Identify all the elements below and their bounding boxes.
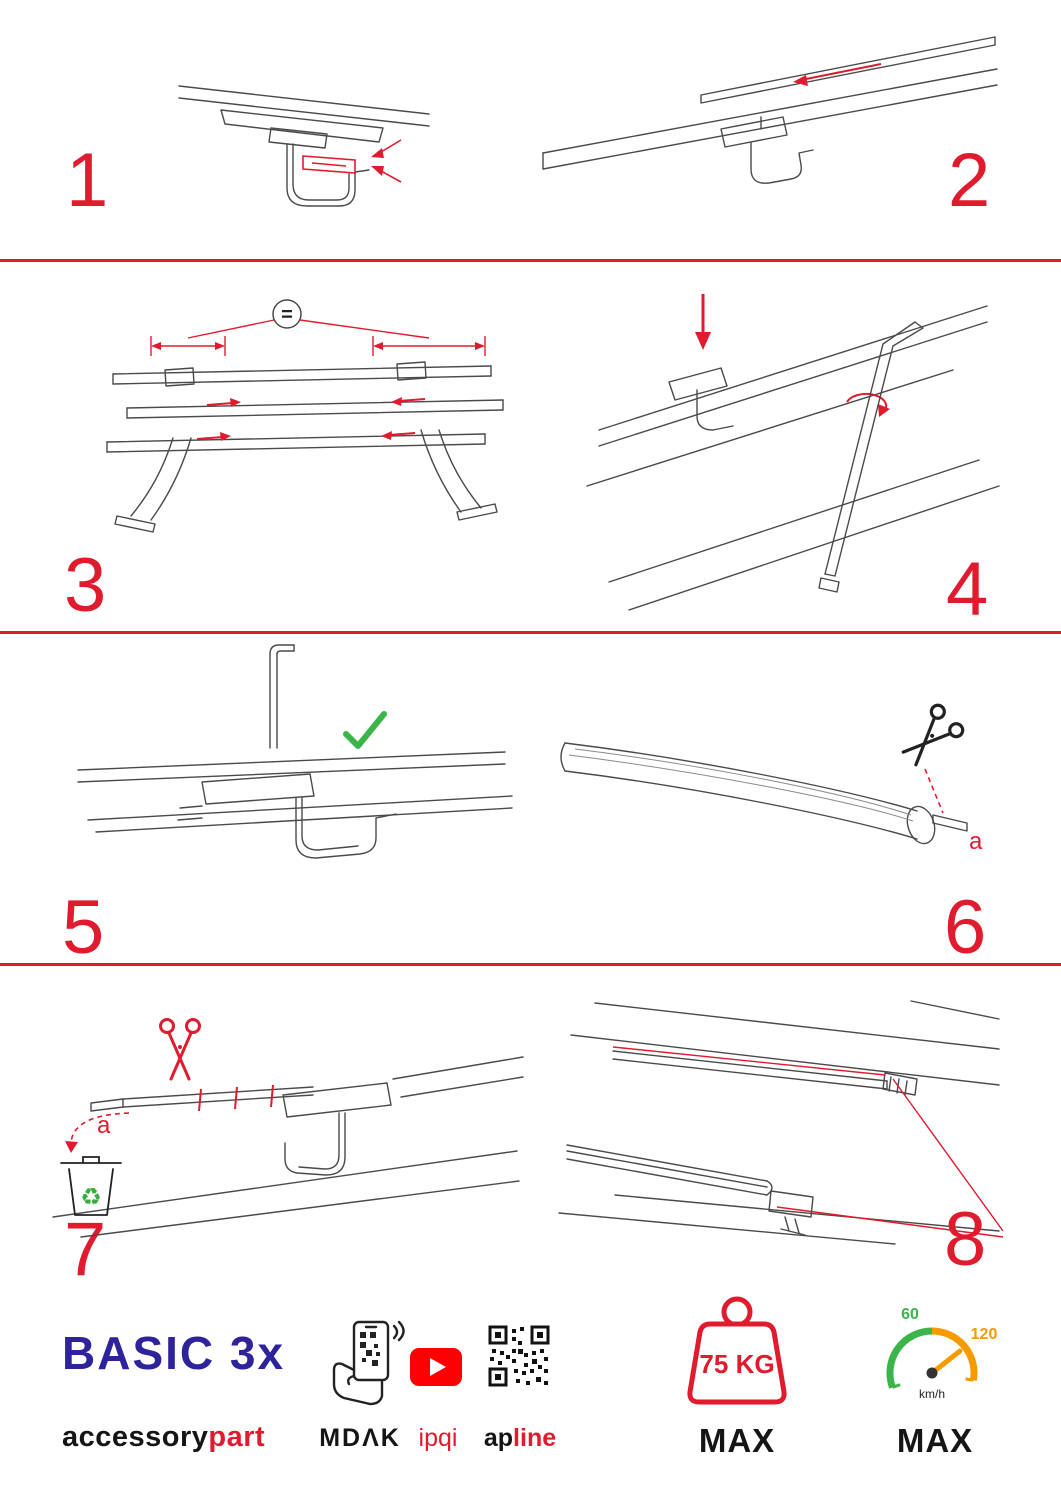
step-8-illustration bbox=[558, 1000, 1004, 1245]
discard-arrow bbox=[65, 1112, 130, 1153]
adjust-arrows bbox=[196, 397, 426, 441]
step-3-illustration: = bbox=[106, 299, 504, 533]
rotate-arrow bbox=[846, 392, 890, 417]
product-name: BASIC 3x bbox=[62, 1327, 286, 1379]
qr-campaign-name: apline bbox=[470, 1424, 570, 1453]
equal-spacing-badge bbox=[272, 299, 302, 329]
brand-name-black: accessory bbox=[62, 1421, 209, 1453]
strip-and-clamp-outline bbox=[52, 1056, 524, 1238]
slide-arrow bbox=[793, 63, 882, 86]
hex-key-outline bbox=[818, 321, 924, 593]
weight-limit-value: 75 KG bbox=[699, 1349, 774, 1379]
step-7-number: 7 bbox=[64, 1207, 107, 1292]
cut-line bbox=[924, 768, 944, 814]
scissors-icon bbox=[159, 1018, 201, 1081]
cut-label: a bbox=[97, 1112, 111, 1139]
step-1-number: 1 bbox=[66, 138, 109, 223]
brand-name-red: part bbox=[208, 1421, 266, 1453]
step-8-number: 8 bbox=[944, 1197, 987, 1282]
speedometer-icon: 60 120 km/h bbox=[886, 1306, 998, 1401]
step-6-illustration: a bbox=[560, 703, 983, 855]
trash-bin-icon bbox=[60, 1156, 122, 1216]
section-divider bbox=[0, 963, 1061, 966]
section-divider bbox=[0, 631, 1061, 634]
crossbar-tube-outline bbox=[560, 742, 968, 845]
youtube-icon bbox=[410, 1348, 462, 1386]
speed-low-label: 60 bbox=[901, 1306, 919, 1323]
tube-channel-lines bbox=[568, 748, 914, 822]
step-7-illustration: a ♻ bbox=[52, 1018, 524, 1238]
weight-max-label: MAX bbox=[698, 1422, 776, 1459]
step-3-number: 3 bbox=[64, 543, 107, 628]
dimension-lines bbox=[150, 319, 486, 356]
insert-arrow bbox=[695, 294, 711, 350]
pad-highlight bbox=[302, 139, 402, 183]
speed-unit-label: km/h bbox=[919, 1387, 945, 1401]
checkmark-icon bbox=[343, 711, 387, 749]
step-4-illustration bbox=[586, 294, 1000, 611]
roof-rail-outline bbox=[586, 305, 1000, 611]
roof-and-clamp-outline bbox=[178, 85, 430, 207]
video-channel-name: ipqi bbox=[418, 1424, 458, 1452]
step-2-number: 2 bbox=[948, 138, 991, 223]
cut-label: a bbox=[969, 828, 983, 855]
pad-arrows bbox=[371, 148, 384, 176]
step-5-illustration bbox=[77, 644, 513, 859]
bar-strip-clamp-outline bbox=[542, 36, 998, 184]
speed-high-label: 120 bbox=[971, 1326, 998, 1343]
roof-overview-outline bbox=[558, 1000, 1000, 1245]
cut-marks bbox=[198, 1084, 274, 1112]
step-6-number: 6 bbox=[944, 885, 987, 970]
weight-limit-icon: 75 KG bbox=[687, 1296, 787, 1405]
qr-scan-phone-icon bbox=[332, 1320, 405, 1406]
qr-name-red: line bbox=[513, 1424, 557, 1452]
qr-name-black: ap bbox=[483, 1424, 514, 1452]
scissors-icon bbox=[901, 703, 965, 767]
brand-name: accessorypart bbox=[62, 1421, 265, 1454]
qr-code-icon bbox=[488, 1325, 550, 1387]
step-4-number: 4 bbox=[946, 547, 989, 632]
speed-max-label: MAX bbox=[896, 1422, 974, 1459]
step-1-illustration bbox=[178, 85, 430, 207]
step-5-number: 5 bbox=[62, 885, 105, 970]
recycle-icon: ♻ bbox=[80, 1184, 102, 1211]
app-name: MDΛK bbox=[319, 1424, 401, 1452]
section-divider bbox=[0, 259, 1061, 262]
crossbars-outline bbox=[106, 361, 504, 533]
dimension-arrowheads bbox=[151, 342, 485, 350]
rod-and-clamp-outline bbox=[77, 644, 513, 859]
step-2-illustration bbox=[542, 36, 998, 184]
alignment-lines bbox=[612, 1046, 1004, 1238]
equal-sign: = bbox=[281, 304, 293, 326]
